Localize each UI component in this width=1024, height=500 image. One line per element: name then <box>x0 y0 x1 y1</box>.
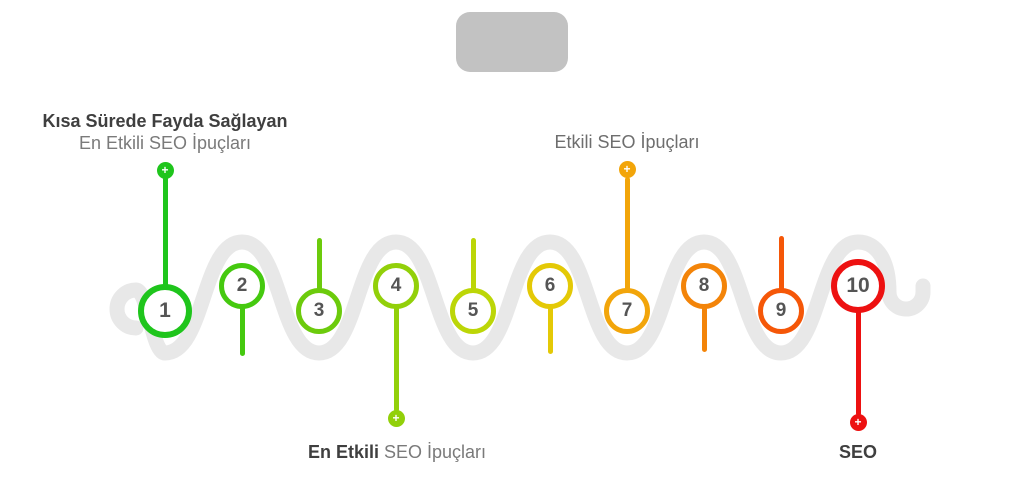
annotation-line-bold: SEO <box>838 442 878 462</box>
annotation-bottom-middle: En Etkili SEO İpuçları <box>308 441 486 463</box>
annotation-top-middle: Etkili SEO İpuçları <box>554 131 699 153</box>
annotation-top-left: Kısa Sürede Fayda Sağlayan En Etkili SEO… <box>42 110 287 154</box>
step-circle-1: 1 <box>138 284 192 338</box>
connector-line-9 <box>778 236 784 296</box>
step-circle-9: 9 <box>758 288 804 334</box>
plus-icon: + <box>387 409 405 427</box>
connector-line-5 <box>470 238 476 296</box>
annotation-bottom-right: SEO <box>839 441 877 463</box>
annotation-line-bold: Kısa Sürede Fayda Sağlayan <box>42 111 288 131</box>
connector-line-4 <box>393 298 399 412</box>
plus-icon: + <box>849 413 867 431</box>
step-circle-7: 7 <box>604 288 650 334</box>
annotation-line-bold: En Etkili <box>307 442 379 462</box>
step-circle-8: 8 <box>681 263 727 309</box>
connector-line-1 <box>162 176 168 306</box>
step-circle-6: 6 <box>527 263 573 309</box>
connector-line-7 <box>624 177 630 306</box>
annotation-line: Etkili SEO İpuçları <box>554 132 700 152</box>
step-circle-3: 3 <box>296 288 342 334</box>
annotation-line-light: En Etkili SEO İpuçları <box>78 133 252 153</box>
step-circle-4: 4 <box>373 263 419 309</box>
annotation-line-light: SEO İpuçları <box>378 442 487 462</box>
plus-icon: + <box>618 160 636 178</box>
connector-line-3 <box>316 238 322 296</box>
connector-line-2 <box>239 298 245 356</box>
plus-icon: + <box>156 161 174 179</box>
logo-placeholder <box>456 12 568 72</box>
connector-line-8 <box>701 298 707 352</box>
step-circle-10: 10 <box>831 259 885 313</box>
step-circle-2: 2 <box>219 263 265 309</box>
step-circle-5: 5 <box>450 288 496 334</box>
connector-line-6 <box>547 298 553 354</box>
connector-line-10 <box>855 298 861 416</box>
